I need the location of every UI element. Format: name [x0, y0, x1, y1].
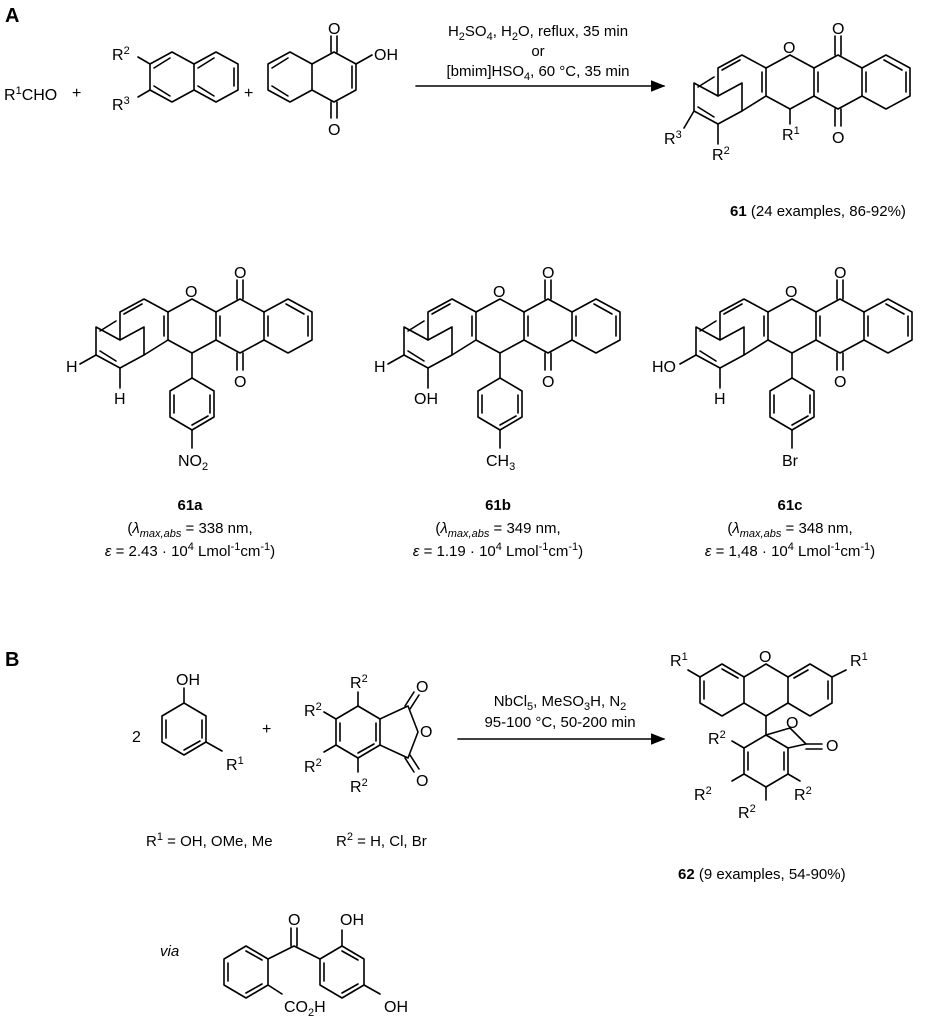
compound-61b-structure: O O O H OH CH3 [374, 265, 621, 473]
naphthalene-reagent: R2 R3 [112, 45, 239, 114]
svg-text:CO2H: CO2H [284, 999, 326, 1018]
svg-text:H2SO4, H2O, reflux, 35 min: H2SO4, H2O, reflux, 35 min [448, 23, 628, 43]
svg-text:95-100 °C, 50-200 min: 95-100 °C, 50-200 min [484, 714, 635, 731]
svg-text:O: O [493, 284, 505, 301]
product-62-caption: 62 (9 examples, 54-90%) [678, 866, 846, 883]
svg-text:O: O [328, 122, 340, 139]
svg-text:or: or [531, 43, 544, 60]
svg-text:R2: R2 [350, 777, 368, 796]
plus-sign-b: + [262, 721, 271, 738]
svg-text:O: O [834, 265, 846, 282]
svg-text:O: O [420, 724, 432, 741]
svg-text:O: O [759, 649, 771, 666]
r1-definition: R1 = OH, OMe, Me [146, 831, 273, 850]
svg-text:O: O [542, 265, 554, 282]
svg-text:R1: R1 [670, 651, 688, 670]
svg-text:NO2: NO2 [178, 453, 208, 473]
svg-text:R2: R2 [708, 729, 726, 748]
svg-text:R2: R2 [112, 45, 130, 64]
svg-text:ε = 1.19 · 104 Lmol-1cm-1): ε = 1.19 · 104 Lmol-1cm-1) [413, 541, 583, 560]
svg-text:OH: OH [384, 999, 408, 1016]
svg-text:OH: OH [374, 47, 398, 64]
svg-text:O: O [783, 40, 795, 57]
svg-text:O: O [832, 21, 844, 38]
phthalic-anhydride-reagent: O O O R2 R2 R2 R2 [304, 673, 432, 796]
svg-text:[bmim]HSO4, 60 °C, 35 min: [bmim]HSO4, 60 °C, 35 min [446, 63, 629, 83]
aldehyde-reagent: R1CHO [4, 85, 57, 104]
svg-text:O: O [832, 130, 844, 147]
svg-text:O: O [234, 374, 246, 391]
product-61-structure: O O O R1 R3 R2 [664, 21, 911, 164]
svg-text:O: O [785, 284, 797, 301]
plus-sign-a1: + [72, 85, 81, 102]
svg-text:(λmax,abs = 338 nm,: (λmax,abs = 338 nm, [127, 520, 252, 540]
svg-text:(λmax,abs = 348 nm,: (λmax,abs = 348 nm, [727, 520, 852, 540]
svg-text:R1: R1 [226, 755, 244, 774]
svg-text:O: O [185, 284, 197, 301]
svg-text:R2: R2 [304, 701, 322, 720]
svg-text:OH: OH [340, 912, 364, 929]
compound-61a-caption: 61a (λmax,abs = 338 nm, ε = 2.43 · 104 L… [105, 497, 275, 560]
product-62-structure: O O O R1 R1 R2 R2 R2 R2 [670, 649, 868, 822]
svg-text:CH3: CH3 [486, 453, 515, 473]
svg-text:OH: OH [414, 391, 438, 408]
svg-text:NbCl5, MeSO3H, N2: NbCl5, MeSO3H, N2 [494, 693, 627, 713]
svg-text:O: O [288, 912, 300, 929]
svg-text:O: O [416, 773, 428, 790]
svg-text:O: O [834, 374, 846, 391]
svg-text:OH: OH [176, 672, 200, 689]
hydroxynaphthoquinone-reagent: O O OH [267, 21, 398, 139]
svg-text:61a: 61a [177, 497, 203, 514]
svg-text:R3: R3 [664, 129, 682, 148]
panel-label-b: B [5, 649, 19, 671]
reaction-conditions-b: NbCl5, MeSO3H, N2 95-100 °C, 50-200 min [484, 693, 635, 731]
svg-text:R2: R2 [694, 785, 712, 804]
svg-text:R2: R2 [738, 803, 756, 822]
svg-text:H: H [66, 359, 78, 376]
plus-sign-a2: + [244, 85, 253, 102]
svg-text:O: O [328, 21, 340, 38]
phenol-coefficient: 2 [132, 729, 141, 746]
svg-text:R2: R2 [304, 757, 322, 776]
svg-text:O: O [542, 374, 554, 391]
svg-text:R1: R1 [850, 651, 868, 670]
svg-text:61b: 61b [485, 497, 511, 514]
svg-text:ε = 1,48 · 104 Lmol-1cm-1): ε = 1,48 · 104 Lmol-1cm-1) [705, 541, 875, 560]
svg-text:Br: Br [782, 453, 799, 470]
svg-text:H: H [714, 391, 726, 408]
svg-text:O: O [826, 738, 838, 755]
compound-61c-structure: O O O HO H Br [652, 265, 913, 470]
svg-text:O: O [786, 715, 798, 732]
svg-text:61c: 61c [777, 497, 802, 514]
reaction-conditions-a: H2SO4, H2O, reflux, 35 min or [bmim]HSO4… [446, 23, 629, 83]
via-label: via [160, 943, 179, 960]
svg-text:R2: R2 [794, 785, 812, 804]
svg-text:H: H [114, 391, 126, 408]
benzoylbenzoic-acid-intermediate: O OH OH CO2H [223, 912, 408, 1018]
svg-text:HO: HO [652, 359, 676, 376]
panel-label-a: A [5, 5, 19, 27]
phenol-reagent: OH R1 [161, 672, 244, 774]
compound-61b-caption: 61b (λmax,abs = 349 nm, ε = 1.19 · 104 L… [413, 497, 583, 560]
r2-definition: R2 = H, Cl, Br [336, 831, 427, 850]
svg-text:O: O [416, 679, 428, 696]
svg-text:R1: R1 [782, 125, 800, 144]
svg-text:R2: R2 [350, 673, 368, 692]
svg-text:R3: R3 [112, 95, 130, 114]
svg-text:R2: R2 [712, 145, 730, 164]
svg-text:(λmax,abs = 349 nm,: (λmax,abs = 349 nm, [435, 520, 560, 540]
svg-text:O: O [234, 265, 246, 282]
compound-61c-caption: 61c (λmax,abs = 348 nm, ε = 1,48 · 104 L… [705, 497, 875, 560]
product-61-caption: 61 (24 examples, 86-92%) [730, 203, 906, 220]
svg-text:ε = 2.43 · 104 Lmol-1cm-1): ε = 2.43 · 104 Lmol-1cm-1) [105, 541, 275, 560]
svg-text:H: H [374, 359, 386, 376]
compound-61a-structure: O O O H H NO2 [66, 265, 313, 473]
